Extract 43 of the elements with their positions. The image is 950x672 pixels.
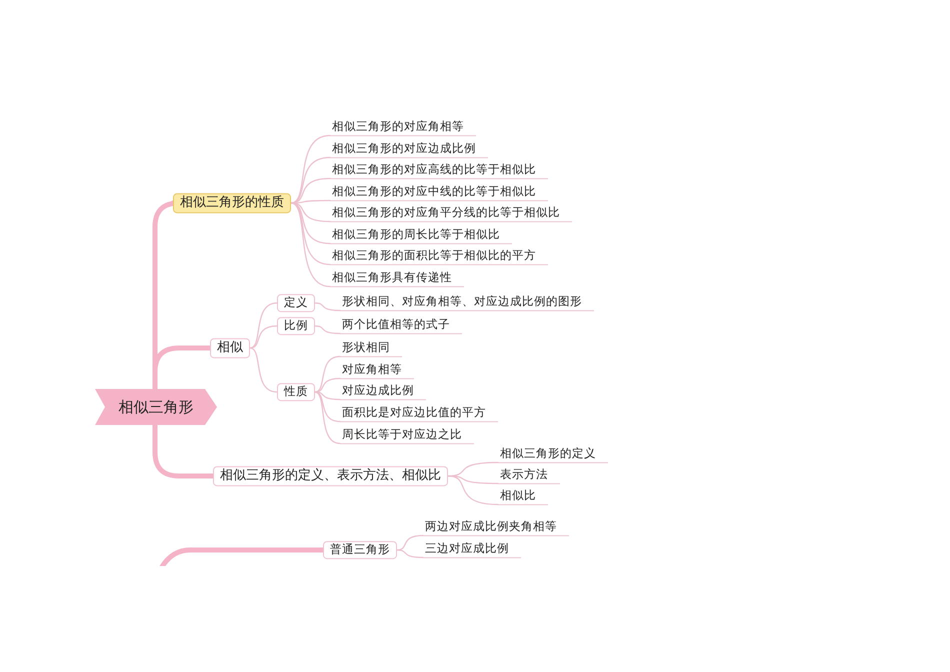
subtopic-text: 周长比等于对应边之比 (340, 428, 474, 444)
subtopic-text: 相似三角形的定义 (498, 447, 608, 463)
branch-line (314, 378, 341, 393)
topic-box: 相似三角形的定义、表示方法、相似比 (213, 466, 448, 486)
topic-box: 普通三角形 (323, 541, 397, 559)
subtopic-text: 表示方法 (498, 468, 560, 484)
branch-line (314, 391, 341, 422)
subtopic-text: 相似三角形具有传递性 (330, 271, 464, 287)
branch-line (152, 422, 216, 478)
subtopic-text: 对应角相等 (340, 363, 414, 379)
subtopic-text: 相似三角形的对应角平分线的比等于相似比 (330, 206, 572, 222)
branch-line (396, 549, 424, 558)
subtopic-text: 相似比 (498, 489, 548, 505)
branch-line (314, 325, 341, 334)
topic-box: 性质 (277, 383, 315, 401)
branch-line (290, 202, 331, 288)
subtopic-text: 相似三角形的对应高线的比等于相似比 (330, 163, 548, 179)
subtopic-text: 形状相同 (340, 341, 402, 357)
subtopic-text: 相似三角形的周长比等于相似比 (330, 228, 512, 244)
subtopic-text: 相似三角形的对应中线的比等于相似比 (330, 185, 548, 201)
topic-box: 定义 (277, 294, 315, 312)
branch-line (249, 325, 278, 349)
branch-line (396, 534, 424, 551)
branch-line (314, 356, 341, 393)
subtopic-text: 对应边成比例 (340, 384, 426, 400)
topic-box: 相似三角形的性质 (173, 193, 291, 213)
branch-line (249, 302, 278, 349)
subtopic-text: 相似三角形的面积比等于相似比的平方 (330, 249, 548, 265)
subtopic-text: 三边对应成比例 (423, 542, 521, 558)
topic-box: 相似 (210, 338, 250, 358)
central-topic-banner: 相似三角形 (95, 389, 217, 425)
branch-line (314, 302, 341, 312)
subtopic-text: 相似三角形的对应角相等 (330, 120, 476, 136)
branch-line (249, 347, 278, 393)
subtopic-text: 两边对应成比例夹角相等 (423, 520, 569, 536)
branch-line (290, 156, 331, 204)
subtopic-text: 相似三角形的对应边成比例 (330, 142, 488, 158)
subtopic-text: 两个比值相等的式子 (340, 318, 462, 334)
branch-line (447, 475, 499, 506)
subtopic-text: 形状相同、对应角相等、对应边成比例的图形 (340, 295, 594, 311)
topic-box: 比例 (277, 317, 315, 335)
branch-line (314, 391, 341, 444)
subtopic-text: 面积比是对应边比值的平方 (340, 406, 498, 422)
